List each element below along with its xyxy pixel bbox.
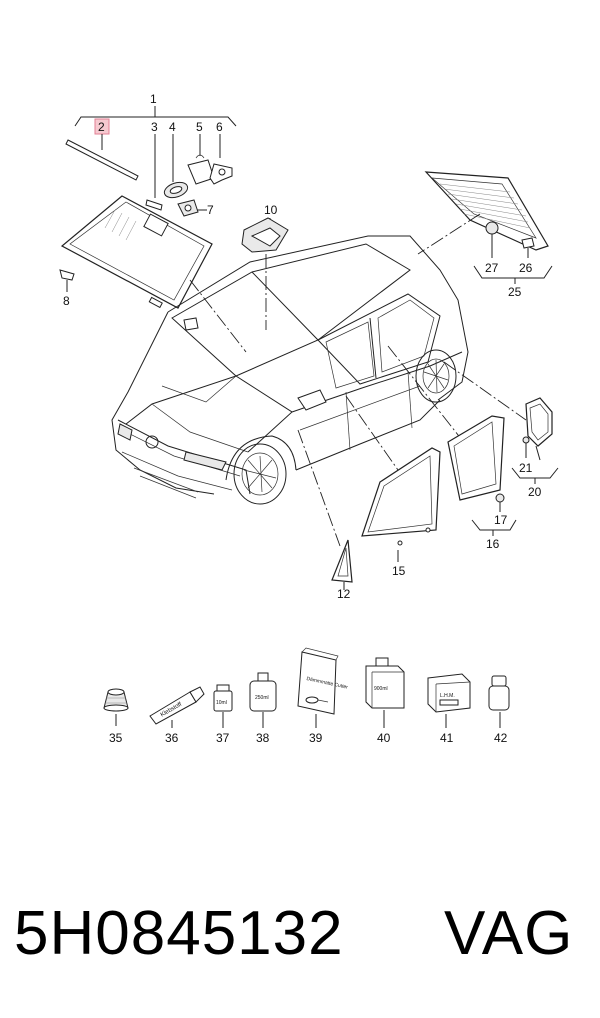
callout-10: 10	[264, 203, 278, 217]
group-25-bracket	[473, 265, 553, 279]
bottle-37: 10ml	[213, 684, 233, 712]
sealing-roll-35	[103, 688, 129, 712]
windscreen	[60, 195, 213, 309]
callout-35: 35	[109, 731, 123, 745]
callout-26: 26	[519, 261, 533, 275]
bag-39: Dämmmatte Cutter	[297, 647, 349, 715]
footer: 5H0845132 VAG	[0, 888, 600, 988]
callout-4: 4	[169, 120, 176, 134]
box-41: L.H.M.	[427, 673, 471, 713]
callout-20: 20	[528, 485, 542, 499]
callout-36: 36	[165, 731, 179, 745]
callout-3: 3	[151, 120, 158, 134]
callout-40: 40	[377, 731, 391, 745]
svg-text:900ml: 900ml	[374, 686, 388, 692]
trim-strip-2[interactable]	[65, 139, 139, 181]
callout-41: 41	[440, 731, 454, 745]
callout-21: 21	[519, 461, 533, 475]
rear-window	[424, 171, 549, 251]
svg-text:L.H.M.: L.H.M.	[440, 693, 455, 699]
svg-text:250ml: 250ml	[255, 695, 269, 701]
callout-2[interactable]: 2	[98, 120, 105, 134]
svg-text:10ml: 10ml	[216, 700, 227, 706]
callout-8: 8	[63, 294, 70, 308]
leader-rear	[417, 213, 481, 255]
rear-door-glass-16	[447, 415, 505, 501]
callout-1: 1	[150, 92, 157, 106]
bottle-40: 900ml	[365, 657, 405, 709]
bottle-42	[488, 675, 510, 711]
callout-12: 12	[337, 587, 351, 601]
part-number: 5H0845132	[14, 899, 344, 968]
clip-8	[59, 269, 75, 281]
car-body	[111, 235, 469, 505]
leader-windscreen	[189, 279, 247, 353]
callout-17: 17	[494, 513, 508, 527]
can-38: 250ml	[249, 672, 277, 712]
group-1-bracket	[74, 106, 237, 127]
callout-15: 15	[392, 564, 406, 578]
cover-5	[187, 159, 215, 185]
group-16-bracket	[471, 519, 517, 531]
leader-20	[443, 361, 527, 421]
callout-39: 39	[309, 731, 323, 745]
clip-26	[521, 237, 535, 249]
clip-17	[495, 493, 505, 503]
grommet-27	[485, 221, 499, 235]
callout-38: 38	[256, 731, 270, 745]
brand-name: VAG	[444, 899, 574, 968]
spacer-3	[145, 199, 163, 211]
front-door-glass-15	[361, 447, 441, 537]
callout-6: 6	[216, 120, 223, 134]
leader-15	[345, 395, 399, 471]
adhesive-tube-36: Klebstoff	[149, 686, 205, 725]
callout-25: 25	[508, 285, 522, 299]
leader-16	[387, 345, 463, 441]
leader-12	[297, 429, 341, 547]
callout-42: 42	[494, 731, 508, 745]
callout-16: 16	[486, 537, 500, 551]
callout-5: 5	[196, 120, 203, 134]
clip-21	[522, 436, 530, 444]
callout-27: 27	[485, 261, 499, 275]
callout-37: 37	[216, 731, 230, 745]
callout-7: 7	[207, 203, 214, 217]
